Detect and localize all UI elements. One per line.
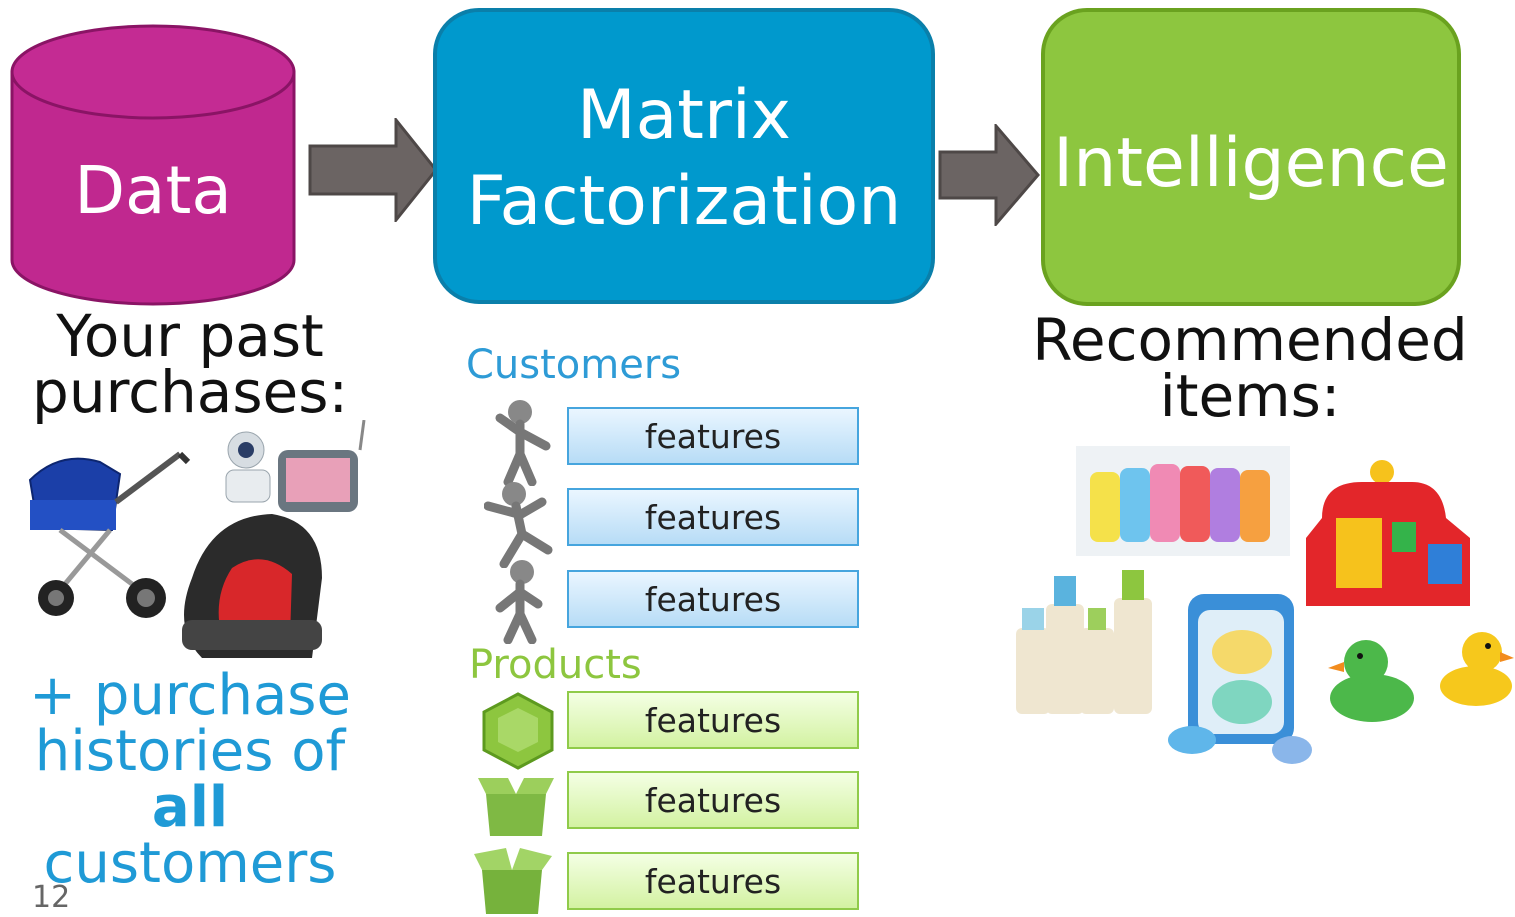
intelligence-box: Intelligence	[1041, 8, 1461, 306]
pacifier-pack-image	[1168, 594, 1312, 764]
product-features-box: features	[567, 771, 859, 829]
cube-icon	[482, 692, 554, 770]
data-cylinder	[10, 24, 296, 306]
purchase-histories-line1: + purchase	[29, 663, 351, 728]
open-box-icon	[478, 778, 554, 836]
customer-features-box: features	[567, 407, 859, 465]
stroller-image	[28, 451, 191, 618]
purchase-histories-line4: customers	[43, 831, 337, 896]
customer-features-box: features	[567, 570, 859, 628]
intelligence-label: Intelligence	[1053, 123, 1449, 203]
matrix-factorization-box: Matrix Factorization	[433, 8, 935, 304]
purchase-histories-all: all	[151, 775, 229, 840]
customer-features-box: features	[567, 488, 859, 546]
baby-bottles-image	[1016, 570, 1152, 714]
past-purchases-caption: Your past purchases:	[20, 302, 360, 426]
past-purchases-line1: Your past	[56, 302, 324, 370]
recommended-line2: items:	[1159, 362, 1341, 430]
person-icon	[484, 482, 553, 568]
person-icon	[495, 400, 551, 486]
arrow-right-icon	[938, 124, 1040, 226]
past-purchases-line2: purchases:	[32, 358, 348, 426]
open-box-icon	[474, 848, 552, 914]
arrow-right-icon	[308, 118, 438, 222]
green-duck-image	[1328, 640, 1414, 722]
products-heading: Products	[469, 642, 642, 688]
toy-barn-image	[1306, 460, 1470, 606]
page-number: 12	[32, 880, 71, 915]
matrix-label-line2: Factorization	[466, 162, 902, 241]
purchase-histories-caption: + purchase histories of all customers	[10, 668, 370, 892]
recommended-line1: Recommended	[1032, 306, 1468, 374]
purchase-histories-line2: histories of	[34, 719, 346, 784]
recommended-items-caption: Recommended items:	[1000, 306, 1500, 430]
sippy-cups-image	[1076, 446, 1290, 556]
product-features-box: features	[567, 852, 859, 910]
product-features-box: features	[567, 691, 859, 749]
matrix-label-line1: Matrix	[576, 76, 792, 155]
yellow-duck-image	[1440, 632, 1514, 706]
car-seat-image	[182, 514, 322, 658]
data-label: Data	[74, 152, 232, 229]
customers-heading: Customers	[466, 342, 682, 388]
person-icon	[495, 560, 543, 644]
baby-monitor-image	[225, 420, 366, 512]
